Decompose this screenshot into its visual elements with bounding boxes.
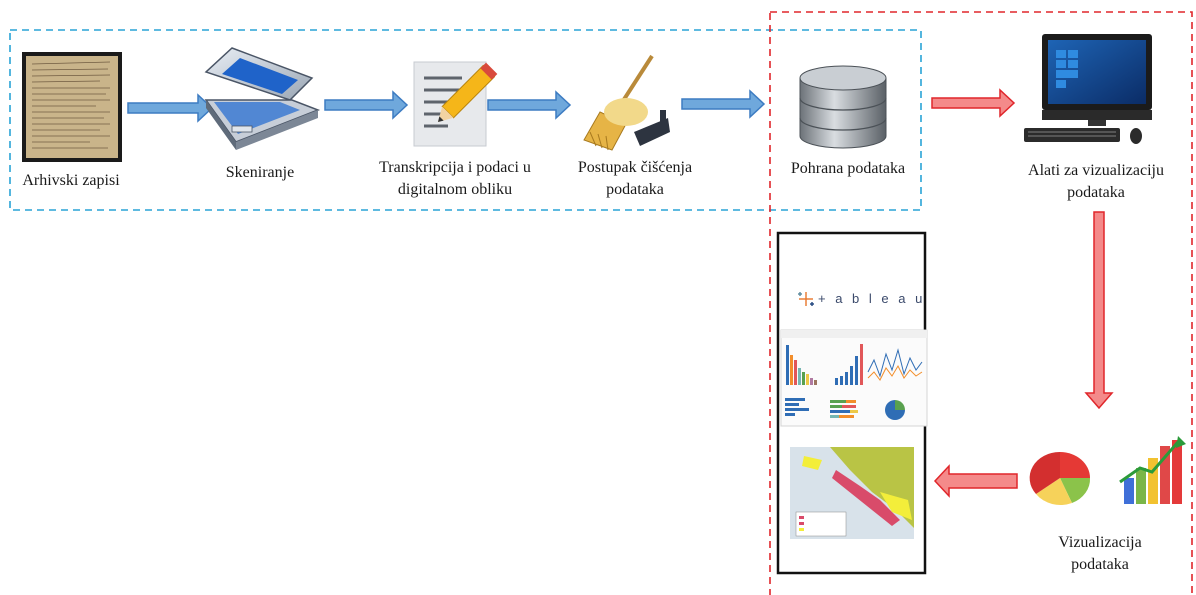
step-label-cleaning: Postupak čišćenja podataka: [560, 157, 710, 201]
red-arrow-right: [931, 88, 1016, 118]
tableau-logo-icon: [798, 292, 814, 306]
step-label-transcription: Transkripcija i podaci u digitalnom obli…: [350, 157, 560, 201]
visualization-stage-frame: [769, 11, 1193, 595]
dashboard-pie-chart: [885, 400, 905, 420]
step-label-scanning: Skeniranje: [225, 164, 295, 181]
step-label-viz-tools-line2: podataka: [1067, 184, 1125, 201]
blue-arrow-2: [324, 90, 409, 120]
computer-icon: [1024, 34, 1152, 144]
blue-arrow-4: [681, 89, 766, 119]
red-arrow-down: [1084, 211, 1114, 410]
step-label-transcription-line1: Transkripcija i podaci u: [379, 159, 531, 176]
tableau-logo-text: + a b l e a u: [818, 291, 926, 306]
step-label-cleaning-line1: Postupak čišćenja: [577, 159, 693, 176]
archive-document-icon: [22, 52, 122, 162]
blue-arrow-3: [487, 90, 572, 120]
processing-stage-frame: [9, 29, 922, 211]
step-label-viz-tools-line1: Alati za vizualizaciju: [1028, 162, 1164, 179]
document-pencil-icon: [413, 61, 498, 147]
step-label-visualization: Vizualizacija podataka: [1030, 532, 1170, 576]
step-label-storage: Pohrana podataka: [790, 160, 906, 177]
dashboard-line-chart: [867, 348, 923, 378]
blue-arrow-1: [127, 93, 214, 123]
charts-icon: [1029, 436, 1186, 505]
scanner-icon: [204, 47, 321, 150]
dashboard-bar-chart: [786, 345, 817, 385]
database-icon: [799, 65, 887, 149]
broom-icon: [583, 54, 670, 151]
step-label-visualization-line1: Vizualizacija: [1058, 534, 1142, 551]
map-thumbnail: [790, 447, 914, 539]
dashboard-stacked-bars: [830, 400, 858, 418]
step-label-visualization-line2: podataka: [1071, 556, 1129, 573]
step-label-transcription-line2: digitalnom obliku: [397, 181, 513, 198]
step-label-archive: Arhivski zapisi: [22, 172, 120, 189]
dashboard-thumbnail: [780, 329, 928, 427]
step-label-cleaning-line2: podataka: [606, 181, 664, 198]
dashboard-column-chart: [835, 344, 863, 385]
step-label-viz-tools: Alati za vizualizaciju podataka: [1008, 160, 1184, 204]
red-arrow-left: [933, 464, 1018, 498]
dashboard-hbar-chart: [785, 398, 809, 416]
